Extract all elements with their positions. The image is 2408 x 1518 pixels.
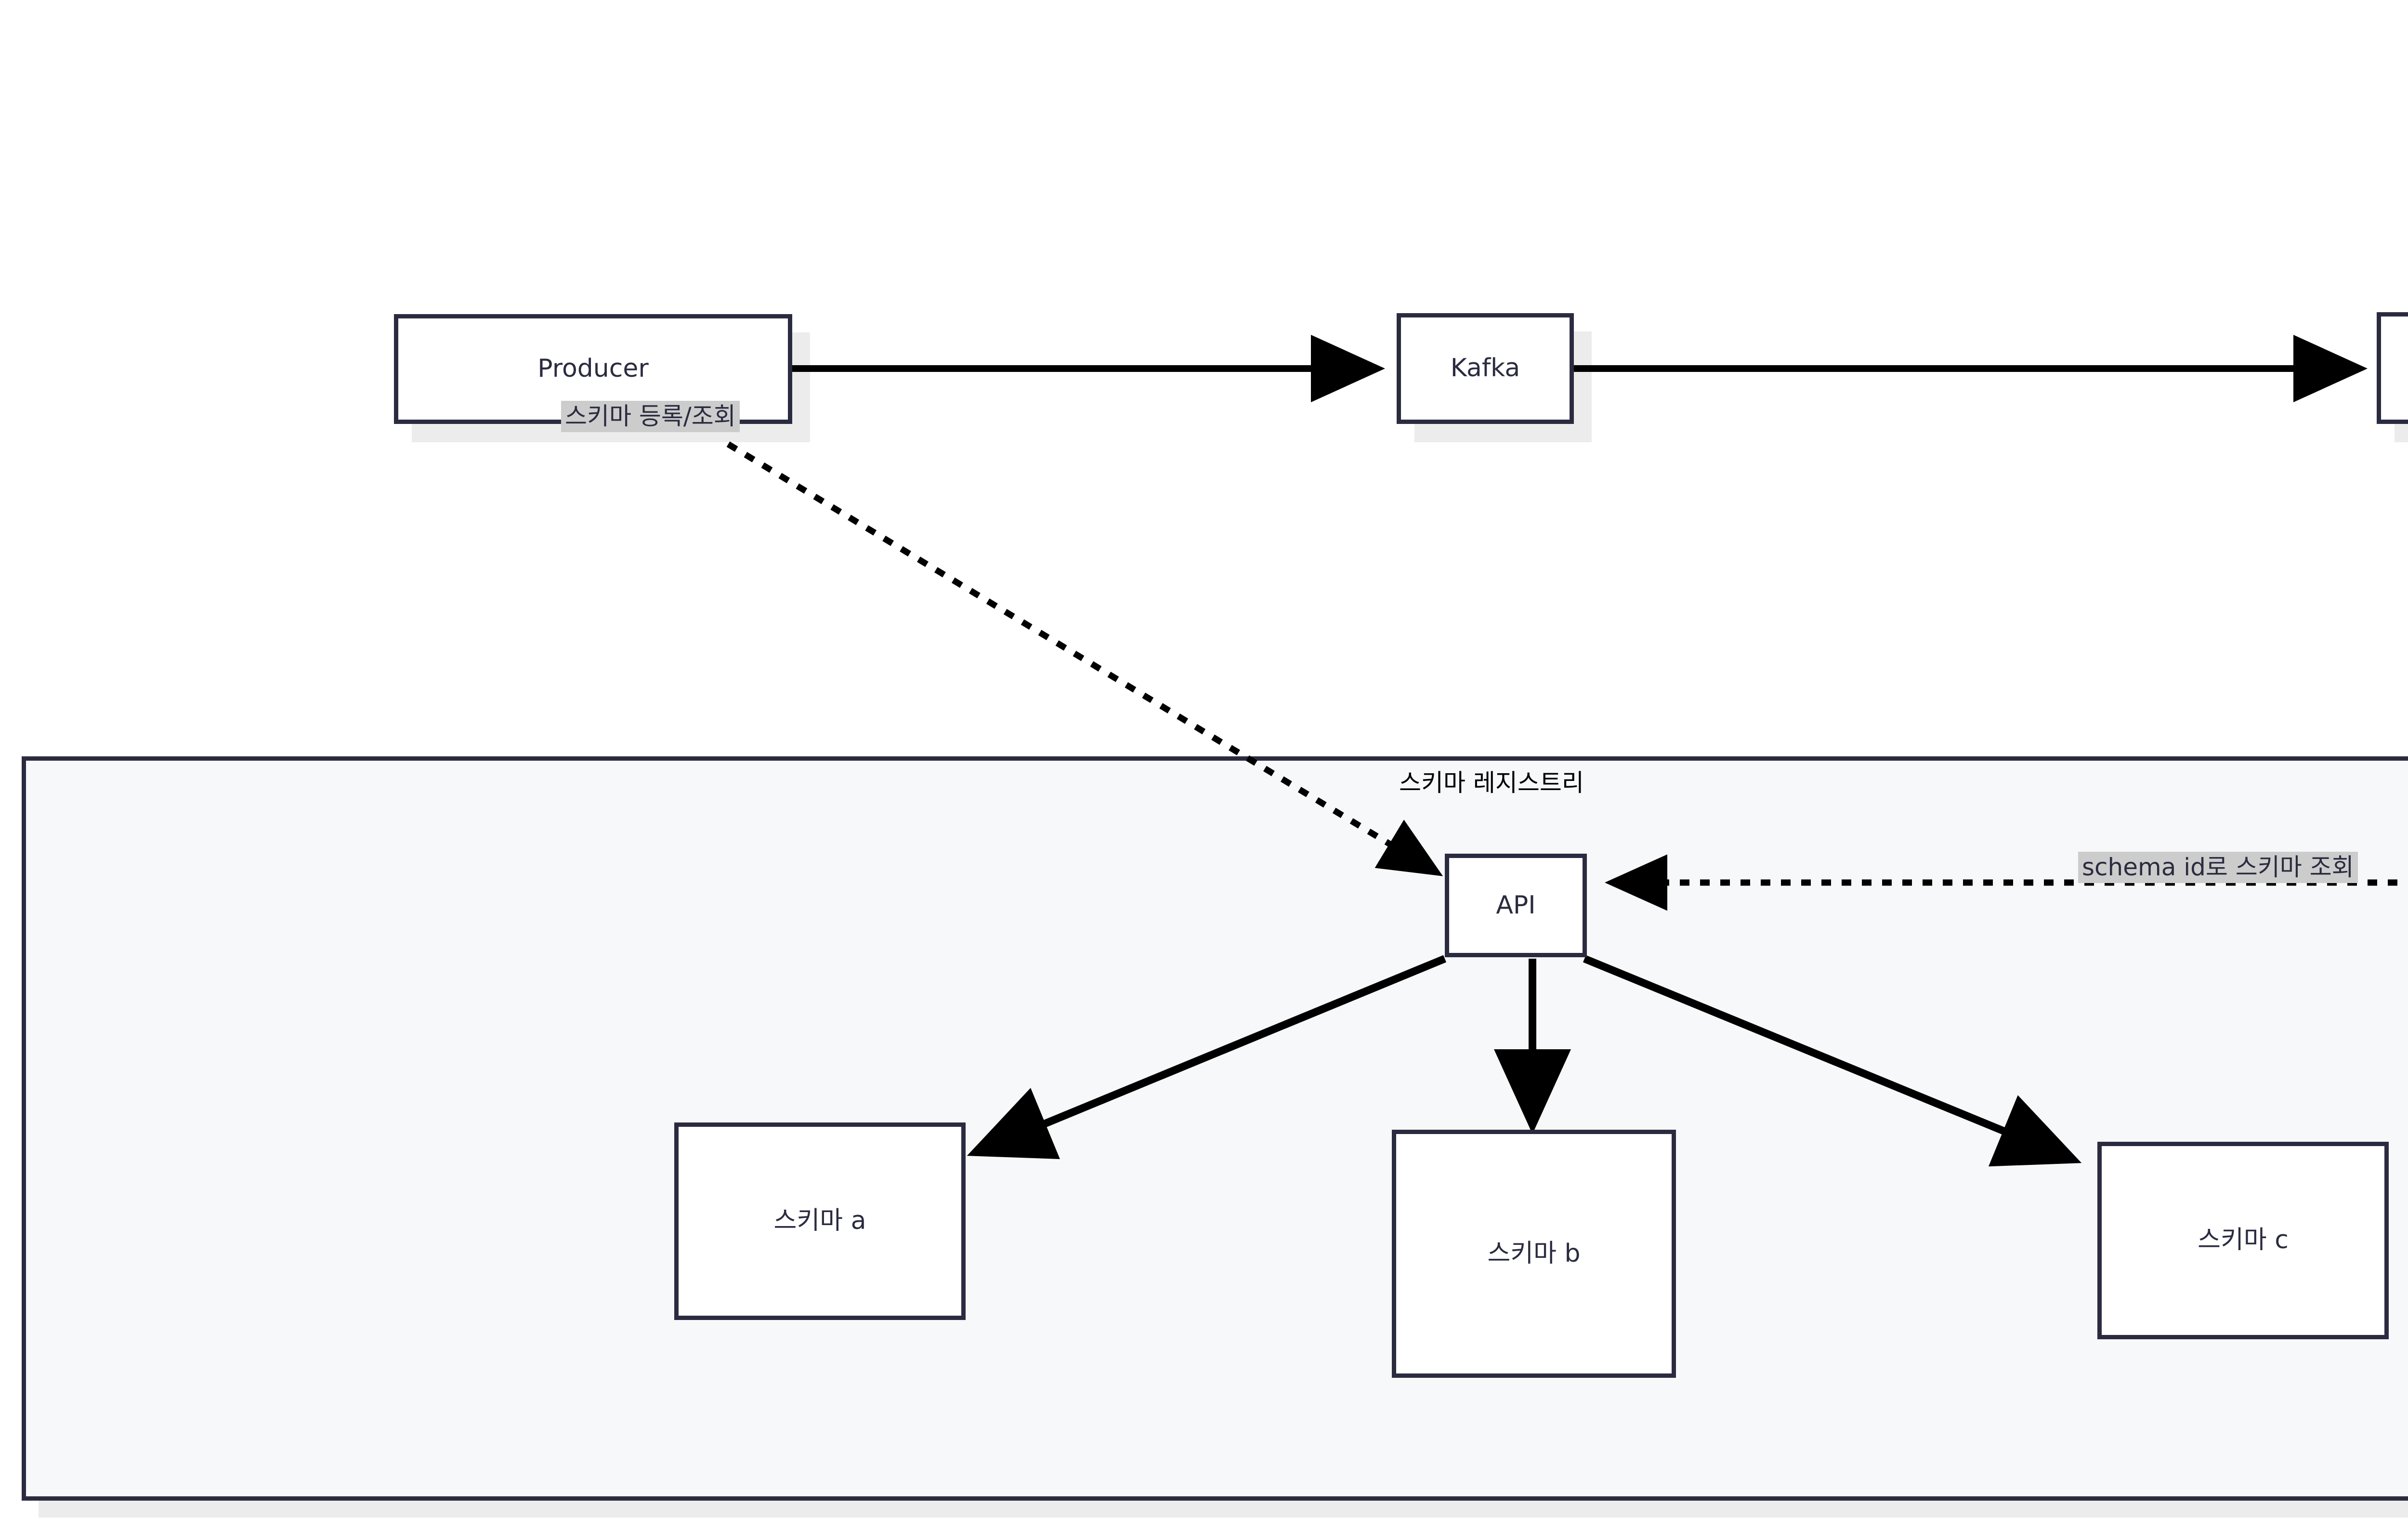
edge-api-to-schema-c bbox=[1583, 955, 2082, 1167]
api-node-label: API bbox=[1496, 890, 1536, 920]
schema-a-node[interactable]: 스키마 a bbox=[674, 1122, 966, 1320]
schema-c-node[interactable]: 스키마 c bbox=[2097, 1142, 2389, 1339]
kafka-node-label: Kafka bbox=[1450, 354, 1520, 383]
edge-api-to-schema-a bbox=[967, 955, 1447, 1160]
schema-b-node-label: 스키마 b bbox=[1487, 1239, 1581, 1268]
schema-a-node-label: 스키마 a bbox=[773, 1206, 866, 1236]
schema-b-node[interactable]: 스키마 b bbox=[1392, 1130, 1676, 1378]
edge-label-producer-to-api: 스키마 등록/조회 bbox=[561, 401, 740, 432]
registry-container-title: 스키마 레지스트리 bbox=[1399, 769, 1584, 797]
producer-node-label: Producer bbox=[537, 354, 649, 383]
consumer-node[interactable]: Consumer bbox=[2377, 312, 2408, 424]
schema-c-node-label: 스키마 c bbox=[2198, 1226, 2289, 1255]
kafka-node[interactable]: Kafka bbox=[1397, 313, 1574, 424]
edge-label-consumer-to-api: schema id로 스키마 조회 bbox=[2078, 852, 2358, 883]
api-node[interactable]: API bbox=[1445, 854, 1587, 957]
edge-producer-to-api bbox=[726, 441, 1443, 876]
edge-consumer-to-api bbox=[1605, 854, 2408, 911]
